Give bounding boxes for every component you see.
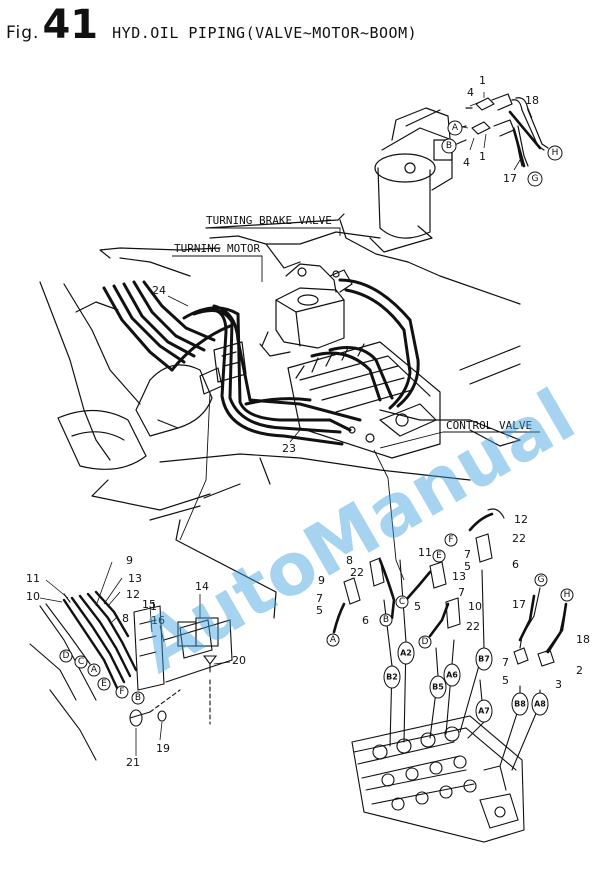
control-valve-icon [287, 341, 441, 459]
part-number: 5 [502, 674, 509, 687]
part-number: 10 [26, 590, 40, 603]
part-number: 1 [479, 74, 486, 87]
part-number: 12 [126, 588, 140, 601]
part-number: 8 [122, 612, 129, 625]
turning-brake-valve-label: TURNING BRAKE VALVE [206, 214, 332, 227]
part-number: 22 [512, 532, 526, 545]
port-tag: A6 [446, 671, 458, 680]
part-number: 20 [232, 654, 246, 667]
port-tag: A2 [400, 649, 412, 658]
port-tag: B5 [432, 683, 444, 692]
figure-number: 41 [42, 2, 99, 48]
part-number: 19 [156, 742, 170, 755]
part-number: 7 [502, 656, 509, 669]
port-letter: D [63, 651, 70, 661]
port-letter: C [399, 597, 405, 607]
port-letter: C [78, 657, 84, 667]
port-letter: G [532, 174, 539, 184]
port-letter: H [552, 148, 559, 158]
port-letter: E [436, 551, 442, 561]
part-number: 18 [576, 633, 590, 646]
part-number: 7 [316, 592, 323, 605]
port-letter: G [538, 575, 545, 585]
port-tags [383, 641, 549, 723]
port-letters: A B H G F E C B A D G H D C A E F B [63, 123, 571, 703]
part-number: 18 [525, 94, 539, 107]
part-number: 22 [466, 620, 480, 633]
part-number: 24 [152, 284, 166, 297]
port-tag-labels: B2 A2 B5 A6 B7 A7 B8 A8 [386, 649, 546, 716]
port-letter: A [330, 635, 337, 645]
turning-motor-detail [369, 107, 453, 253]
part-number: 15 [142, 598, 156, 611]
part-number: 17 [512, 598, 526, 611]
part-number: 11 [418, 546, 432, 559]
part-number: 10 [468, 600, 482, 613]
part-number: 2 [576, 664, 583, 677]
part-number: 16 [151, 614, 165, 627]
port-letter: H [564, 590, 571, 600]
port-letter-callouts [59, 120, 574, 705]
part-number: 4 [463, 156, 470, 169]
part-number: 13 [128, 572, 142, 585]
part-number: 5 [464, 560, 471, 573]
part-number: 7 [464, 548, 471, 561]
part-number: 3 [555, 678, 562, 691]
part-number: 21 [126, 756, 140, 769]
figure-prefix: Fig. [6, 23, 40, 43]
part-number: 9 [126, 554, 133, 567]
part-number-callouts: 1 1 4 4 18 17 24 23 12 22 7 5 6 13 11 8 … [26, 74, 590, 769]
part-number: 1 [150, 600, 157, 613]
port-tag: A7 [478, 707, 490, 716]
port-letter: A [91, 665, 98, 675]
part-number: 14 [195, 580, 209, 593]
part-number: 6 [362, 614, 369, 627]
port-tag: B8 [514, 700, 526, 709]
port-tag: A8 [534, 700, 546, 709]
port-letter: F [448, 535, 453, 545]
figure-title: HYD.OIL PIPING(VALVE~MOTOR~BOOM) [112, 24, 418, 42]
part-number: 8 [346, 554, 353, 567]
control-valve-label: CONTROL VALVE [446, 419, 532, 432]
part-number: 22 [350, 566, 364, 579]
exploded-view-right [343, 508, 567, 843]
hose-icon [102, 278, 420, 446]
part-number: 23 [282, 442, 296, 455]
part-number: 12 [514, 513, 528, 526]
port-letter: E [101, 679, 107, 689]
part-number: 5 [414, 600, 421, 613]
turning-motor-icon [259, 263, 345, 357]
port-letter: D [422, 637, 429, 647]
part-number: 9 [318, 574, 325, 587]
part-number: 4 [467, 86, 474, 99]
part-number: 6 [512, 558, 519, 571]
part-number: 1 [479, 150, 486, 163]
port-tag: B2 [386, 673, 398, 682]
turning-motor-label: TURNING MOTOR [174, 242, 260, 255]
port-letter: B [135, 693, 141, 703]
port-letter: A [452, 123, 459, 133]
part-number: 11 [26, 572, 40, 585]
part-number: 7 [458, 586, 465, 599]
port-letter: B [383, 615, 389, 625]
figure-header: Fig. 41 HYD.OIL PIPING(VALVE~MOTOR~BOOM) [6, 2, 417, 48]
port-letter: B [446, 141, 452, 151]
part-number: 5 [316, 604, 323, 617]
port-letter: F [119, 687, 124, 697]
port-tag: B7 [478, 655, 490, 664]
part-number: 13 [452, 570, 466, 583]
part-number: 17 [503, 172, 517, 185]
